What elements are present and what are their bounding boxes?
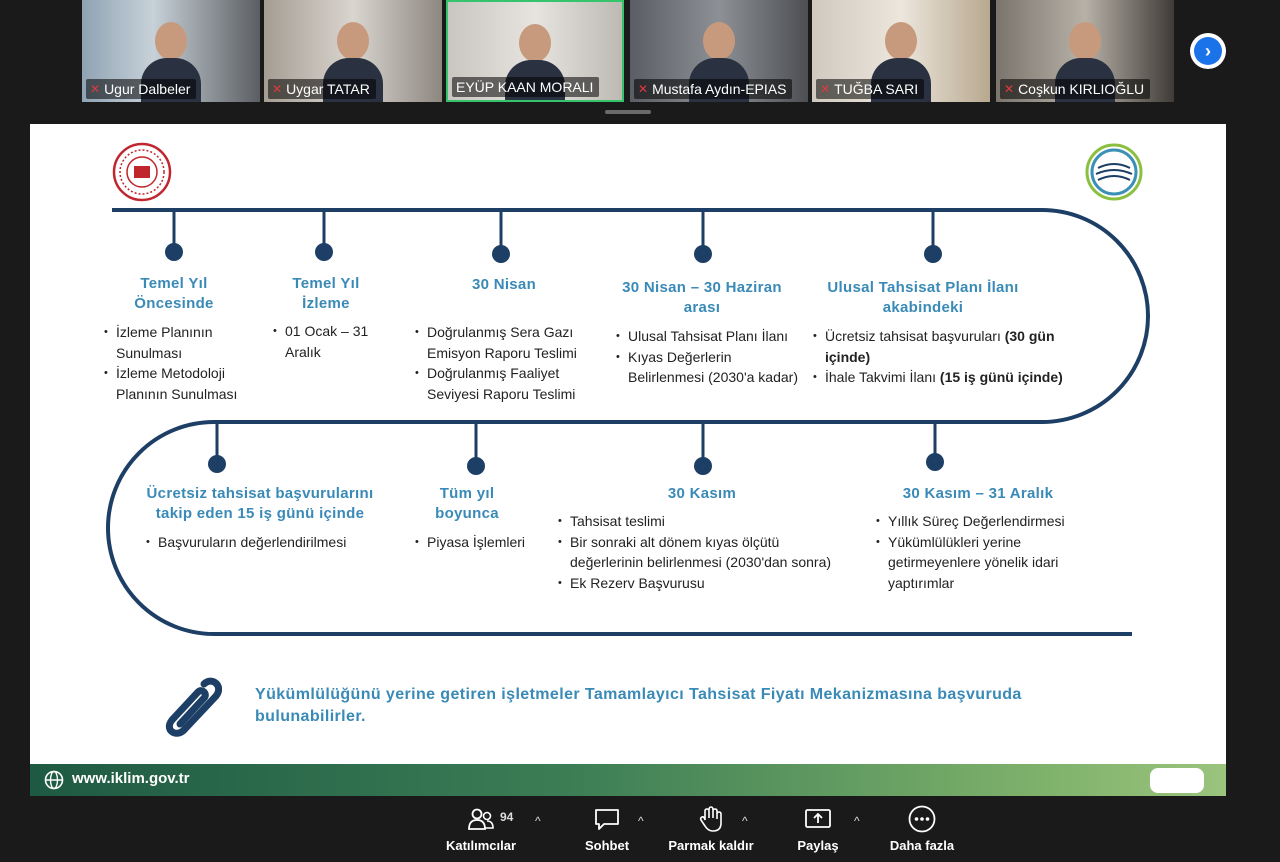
participant-tile[interactable]: ✕ Coşkun KIRLIOĞLU	[996, 0, 1174, 102]
participant-name: EYÜP KAAN MORALI	[456, 79, 594, 95]
chevron-right-icon: ›	[1194, 37, 1222, 65]
paperclip-icon	[165, 677, 222, 737]
climate-globe-logo-icon	[1085, 143, 1143, 201]
participant-tile[interactable]: ✕ Ugur Dalbeler	[82, 0, 260, 102]
stage-bullets: Ücretsiz tahsisat başvuruları (30 gün iç…	[813, 326, 1083, 388]
stage-bullets: Başvuruların değerlendirilmesi	[146, 532, 376, 553]
bullet-item: Doğrulanmış Sera Gazı Emisyon Raporu Tes…	[415, 322, 595, 363]
participant-tile[interactable]: ✕ TUĞBA SARI	[812, 0, 990, 102]
next-participants-button[interactable]: ›	[1190, 33, 1226, 69]
participant-tile[interactable]: ✕ Mustafa Aydın-EPIAS	[630, 0, 808, 102]
bullet-item: İzleme Metodoloji Planının Sunulması	[104, 363, 254, 404]
bullet-item: Doğrulanmış Faaliyet Seviyesi Raporu Tes…	[415, 363, 595, 404]
bullet-item: Yıllık Süreç Değerlendirmesi	[876, 511, 1086, 532]
bullet-item: Bir sonraki alt dönem kıyas ölçütü değer…	[558, 532, 852, 573]
raise-hand-label: Parmak kaldır	[668, 838, 754, 853]
meeting-toolbar: Katılımcılar 94 ^ Sohbet ^ Parmak kaldır…	[0, 796, 1280, 862]
ministry-seal-icon	[112, 142, 172, 202]
stage-bullets: Doğrulanmış Sera Gazı Emisyon Raporu Tes…	[415, 322, 595, 404]
stage-title: 30 Kasım	[667, 485, 737, 502]
stage-title: Tüm yıl boyunca	[435, 485, 499, 522]
stage-bullets: Ulusal Tahsisat Planı İlanı Kıyas Değerl…	[616, 326, 802, 388]
stage-bullets: Yıllık Süreç Değerlendirmesi Yükümlülükl…	[876, 511, 1086, 593]
participant-name-tag: EYÜP KAAN MORALI	[452, 77, 600, 97]
mic-off-icon: ✕	[638, 82, 649, 96]
participant-name-tag: ✕ Ugur Dalbeler	[86, 79, 197, 99]
stage-title: Temel Yıl Öncesinde	[134, 275, 214, 312]
bullet-item: Yükümlülükleri yerine getirmeyenlere yön…	[876, 532, 1086, 594]
slide-note: Yükümlülüğünü yerine getiren işletmeler …	[255, 686, 1022, 725]
participant-name: Mustafa Aydın-EPIAS	[652, 81, 787, 97]
mic-off-icon: ✕	[272, 82, 283, 96]
stage-title: 30 Kasım – 31 Aralık	[902, 485, 1054, 502]
mic-off-icon: ✕	[1004, 82, 1015, 96]
participant-name-tag: ✕ Coşkun KIRLIOĞLU	[1000, 79, 1151, 99]
slide-footer: www.iklim.gov.tr	[30, 764, 1226, 796]
mic-off-icon: ✕	[820, 82, 831, 96]
footer-url: www.iklim.gov.tr	[72, 770, 190, 787]
participants-label: Katılımcılar	[445, 838, 517, 853]
stage-title: Temel Yıl İzleme	[292, 275, 360, 312]
chevron-up-icon[interactable]: ^	[638, 814, 644, 828]
share-button[interactable]: Paylaş	[790, 804, 846, 853]
globe-icon	[44, 770, 64, 790]
stage-bullets: Piyasa İşlemleri	[415, 532, 545, 553]
bullet-item: 01 Ocak – 31 Aralık	[273, 321, 385, 362]
more-button[interactable]: Daha fazla	[884, 804, 960, 853]
timeline-track	[106, 208, 1150, 636]
participant-name-tag: ✕ Uygar TATAR	[268, 79, 376, 99]
participant-name: TUĞBA SARI	[834, 81, 919, 97]
shared-slide: Temel Yıl Öncesinde İzleme Planının Sunu…	[30, 124, 1226, 796]
chevron-up-icon[interactable]: ^	[742, 814, 748, 828]
stage-bullets: 01 Ocak – 31 Aralık	[273, 321, 385, 362]
strip-resize-handle[interactable]	[605, 110, 651, 114]
bullet-item: Ücretsiz tahsisat başvuruları (30 gün iç…	[813, 326, 1083, 367]
bullet-item: İzleme Planının Sunulması	[104, 322, 254, 363]
bullet-item: Tahsisat teslimi	[558, 511, 852, 532]
participant-name-tag: ✕ TUĞBA SARI	[816, 79, 925, 99]
participant-strip: ✕ Ugur Dalbeler ✕ Uygar TATAR EYÜP KAAN …	[0, 0, 1280, 124]
bullet-item: Ulusal Tahsisat Planı İlanı	[616, 326, 802, 347]
raise-hand-button[interactable]: Parmak kaldır	[662, 804, 760, 853]
people-icon	[468, 808, 494, 830]
share-label: Paylaş	[797, 838, 839, 853]
stage-title: Ulusal Tahsisat Planı İlanı akabindeki	[827, 279, 1019, 316]
bullet-item: Başvuruların değerlendirilmesi	[146, 532, 376, 553]
more-label: Daha fazla	[889, 838, 955, 853]
bullet-item: Kıyas Değerlerin Belirlenmesi (2030'a ka…	[616, 347, 802, 388]
chat-bubble-icon	[595, 809, 619, 830]
stage-title: Ücretsiz tahsisat başvurularını takip ed…	[146, 485, 374, 522]
stage-bullets: Tahsisat teslimi Bir sonraki alt dönem k…	[558, 511, 852, 593]
chat-label: Sohbet	[584, 838, 630, 853]
stage-title: 30 Nisan – 30 Haziran arası	[622, 279, 782, 316]
share-screen-icon	[805, 809, 831, 828]
participant-name-tag: ✕ Mustafa Aydın-EPIAS	[634, 79, 793, 99]
bullet-item: Ek Rezerv Başvurusu	[558, 573, 852, 594]
hand-icon	[699, 806, 722, 832]
participant-tile[interactable]: ✕ Uygar TATAR	[264, 0, 442, 102]
participants-count: 94	[500, 810, 514, 824]
footer-badge	[1150, 768, 1204, 793]
mic-off-icon: ✕	[90, 82, 101, 96]
participant-name: Uygar TATAR	[286, 81, 370, 97]
stage-title: 30 Nisan	[471, 276, 537, 293]
bullet-item: İhale Takvimi İlanı (15 iş günü içinde)	[813, 367, 1083, 388]
bullet-item: Piyasa İşlemleri	[415, 532, 545, 553]
participants-button[interactable]: Katılımcılar	[442, 804, 520, 853]
chevron-up-icon[interactable]: ^	[535, 814, 541, 828]
chat-button[interactable]: Sohbet	[578, 804, 636, 853]
stage-bullets: İzleme Planının Sunulması İzleme Metodol…	[104, 322, 254, 404]
participant-name: Coşkun KIRLIOĞLU	[1018, 81, 1145, 97]
participant-name: Ugur Dalbeler	[104, 81, 191, 97]
more-dots-icon	[908, 805, 936, 833]
chevron-up-icon[interactable]: ^	[854, 814, 860, 828]
participant-tile-active-speaker[interactable]: EYÜP KAAN MORALI	[446, 0, 624, 102]
